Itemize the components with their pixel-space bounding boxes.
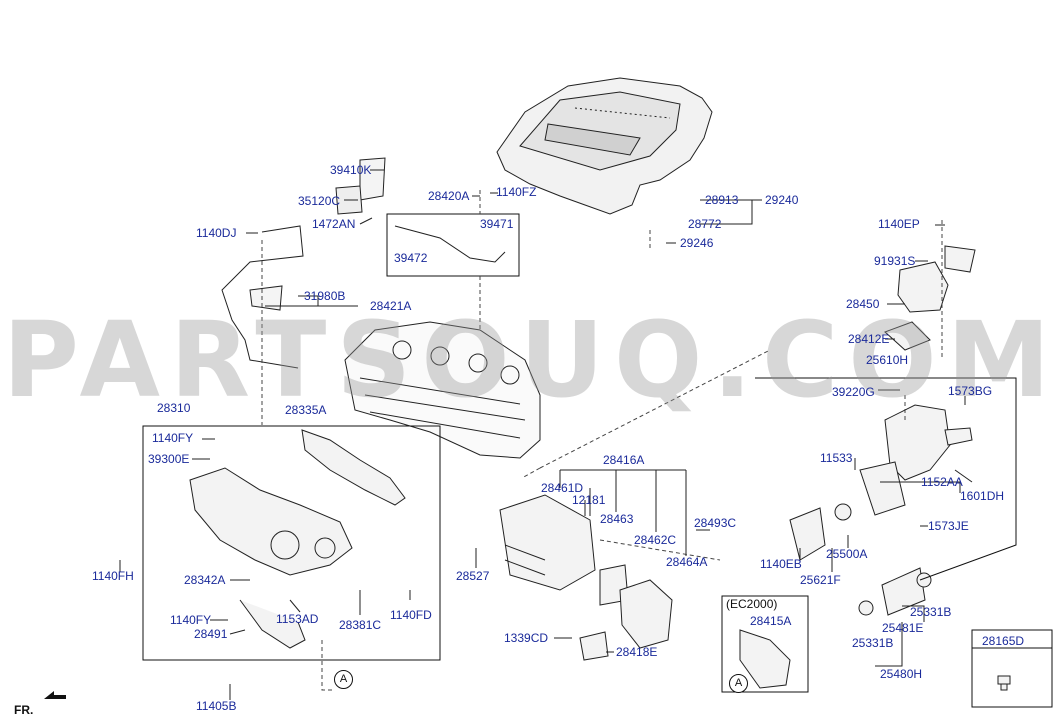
part-label-1140FY-lower[interactable]: 1140FY xyxy=(170,613,212,627)
part-label-28310[interactable]: 28310 xyxy=(157,401,191,415)
egr-cooler-illustration xyxy=(499,494,673,661)
part-label-25481E[interactable]: 25481E xyxy=(882,621,924,635)
part-label-1140FY[interactable]: 1140FY xyxy=(152,431,194,445)
part-label-25331B-upper[interactable]: 25331B xyxy=(910,605,952,619)
watermark: PARTSOUQ.COM xyxy=(2,299,1061,421)
part-label-1472AN[interactable]: 1472AN xyxy=(312,217,356,231)
thermostat-housing-illustration xyxy=(789,404,973,616)
fr-arrow-icon xyxy=(44,691,66,699)
ref-circle-a: A xyxy=(334,670,353,689)
part-label-28913[interactable]: 28913 xyxy=(705,193,739,207)
part-label-28527[interactable]: 28527 xyxy=(456,569,490,583)
part-label-28461D[interactable]: 28461D xyxy=(541,481,584,495)
part-label-28491[interactable]: 28491 xyxy=(194,627,228,641)
part-label-28165D[interactable]: 28165D xyxy=(982,634,1025,648)
part-label-1140FD[interactable]: 1140FD xyxy=(390,608,432,622)
egr-valve-illustration xyxy=(884,245,976,351)
part-label-25331B-lower[interactable]: 25331B xyxy=(852,636,894,650)
dashed-guides xyxy=(261,190,943,691)
part-label-11405B[interactable]: 11405B xyxy=(196,699,237,713)
part-label-28464A[interactable]: 28464A xyxy=(666,555,708,569)
part-label-25621F[interactable]: 25621F xyxy=(800,573,841,587)
part-label-28463[interactable]: 28463 xyxy=(600,512,634,526)
part-label-29246[interactable]: 29246 xyxy=(680,236,714,250)
variant-prefix: (EC xyxy=(726,597,747,611)
part-label-28493C[interactable]: 28493C xyxy=(694,516,737,530)
part-label-1573JE[interactable]: 1573JE xyxy=(928,519,969,533)
part-label-28420A[interactable]: 28420A xyxy=(428,189,470,203)
part-label-1339CD[interactable]: 1339CD xyxy=(504,631,549,645)
cylinder-head-illustration xyxy=(344,321,541,459)
part-label-39410K[interactable]: 39410K xyxy=(330,163,372,177)
part-label-91931S[interactable]: 91931S xyxy=(874,254,916,268)
part-label-28381C[interactable]: 28381C xyxy=(339,618,382,632)
leader-lines xyxy=(119,169,973,700)
part-label-28772[interactable]: 28772 xyxy=(688,217,722,231)
part-label-1140EP[interactable]: 1140EP xyxy=(878,217,920,231)
part-label-28412E[interactable]: 28412E xyxy=(848,332,890,346)
part-label-1152AA[interactable]: 1152AA xyxy=(921,475,963,489)
part-label-11533[interactable]: 11533 xyxy=(820,451,853,465)
part-label-1140FZ[interactable]: 1140FZ xyxy=(496,185,537,199)
engine-cover-illustration xyxy=(496,77,713,215)
part-label-31980B[interactable]: 31980B xyxy=(304,289,346,303)
part-label-25480H[interactable]: 25480H xyxy=(880,667,923,681)
variant-suffix: ) xyxy=(773,597,778,611)
part-label-28421A[interactable]: 28421A xyxy=(370,299,412,313)
part-label-1153AD[interactable]: 1153AD xyxy=(276,612,319,626)
exhaust-manifold-illustration xyxy=(189,467,353,649)
part-label-28335A[interactable]: 28335A xyxy=(285,403,327,417)
part-label-25610H[interactable]: 25610H xyxy=(866,353,909,367)
part-label-28462C[interactable]: 28462C xyxy=(634,533,677,547)
gasket-illustration xyxy=(301,429,406,506)
fr-label: FR. xyxy=(14,703,34,717)
ec2000-part-illustration xyxy=(739,629,791,689)
part-label-1140EB[interactable]: 1140EB xyxy=(760,557,802,571)
part-label-28342A[interactable]: 28342A xyxy=(184,573,226,587)
bolt-illustration xyxy=(997,675,1011,691)
part-label-12181[interactable]: 12181 xyxy=(572,493,606,507)
part-label-28418E[interactable]: 28418E xyxy=(616,645,658,659)
part-label-35120C[interactable]: 35120C xyxy=(298,194,341,208)
part-label-28450[interactable]: 28450 xyxy=(846,297,880,311)
part-label-39220G[interactable]: 39220G xyxy=(832,385,875,399)
group-boxes xyxy=(142,213,1053,708)
part-label-1140FH[interactable]: 1140FH xyxy=(92,569,134,583)
part-label-39300E[interactable]: 39300E xyxy=(148,452,190,466)
variant-label: (EC2000) xyxy=(726,598,777,611)
part-label-1601DH[interactable]: 1601DH xyxy=(960,489,1005,503)
part-label-1140DJ[interactable]: 1140DJ xyxy=(196,226,237,240)
part-label-1573BG[interactable]: 1573BG xyxy=(948,384,993,398)
harness-illustration xyxy=(221,157,506,369)
part-label-28416A[interactable]: 28416A xyxy=(603,453,645,467)
variant-code: 2000 xyxy=(746,597,774,611)
part-label-28415A[interactable]: 28415A xyxy=(750,614,792,628)
part-label-29240[interactable]: 29240 xyxy=(765,193,799,207)
ref-circle-a-ec: A xyxy=(729,674,748,693)
part-label-25500A[interactable]: 25500A xyxy=(826,547,868,561)
part-label-39471[interactable]: 39471 xyxy=(480,217,514,231)
part-label-39472[interactable]: 39472 xyxy=(394,251,428,265)
